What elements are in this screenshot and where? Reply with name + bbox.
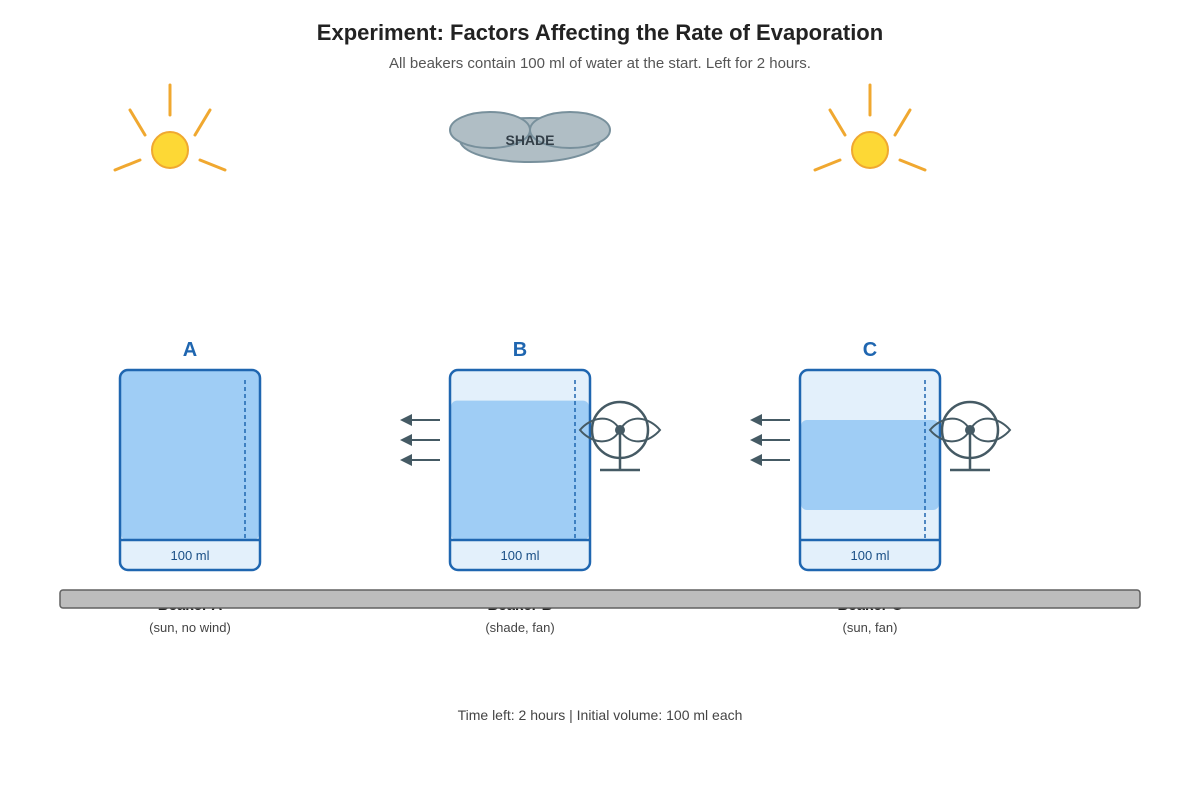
volume-label: 100 ml (500, 548, 539, 563)
sun-icon (813, 83, 927, 172)
beaker-base (120, 540, 260, 570)
beaker-letter: B (513, 339, 527, 361)
water-level (451, 400, 589, 540)
beaker-base (800, 540, 940, 570)
beaker-letter: A (183, 339, 197, 361)
beaker-b-condition: (shade, fan) (485, 620, 554, 635)
table-surface (59, 589, 1141, 609)
beaker-c: C 100 ml (750, 339, 1012, 572)
beaker-c-condition: (sun, fan) (843, 620, 898, 635)
page-title: Experiment: Factors Affecting the Rate o… (317, 20, 883, 45)
beaker-a: A 100 ml (118, 339, 262, 572)
fan-icon (928, 400, 1012, 472)
wind-arrows (400, 414, 440, 466)
footer-note: Time left: 2 hours | Initial volume: 100… (458, 707, 743, 723)
water-level (121, 370, 259, 540)
beaker-base (450, 540, 590, 570)
sun-icon (113, 83, 227, 172)
fan-icon (578, 400, 662, 472)
page-subtitle: All beakers contain 100 ml of water at t… (389, 55, 811, 72)
cloud-icon: SHADE (449, 111, 611, 163)
volume-label: 100 ml (170, 548, 209, 563)
shade-label: SHADE (505, 132, 554, 148)
beaker-a-condition: (sun, no wind) (149, 620, 231, 635)
wind-arrows (750, 414, 790, 466)
volume-label: 100 ml (850, 548, 889, 563)
beaker-letter: C (863, 339, 877, 361)
beaker-b: B 100 ml (400, 339, 662, 572)
water-level (801, 420, 939, 510)
